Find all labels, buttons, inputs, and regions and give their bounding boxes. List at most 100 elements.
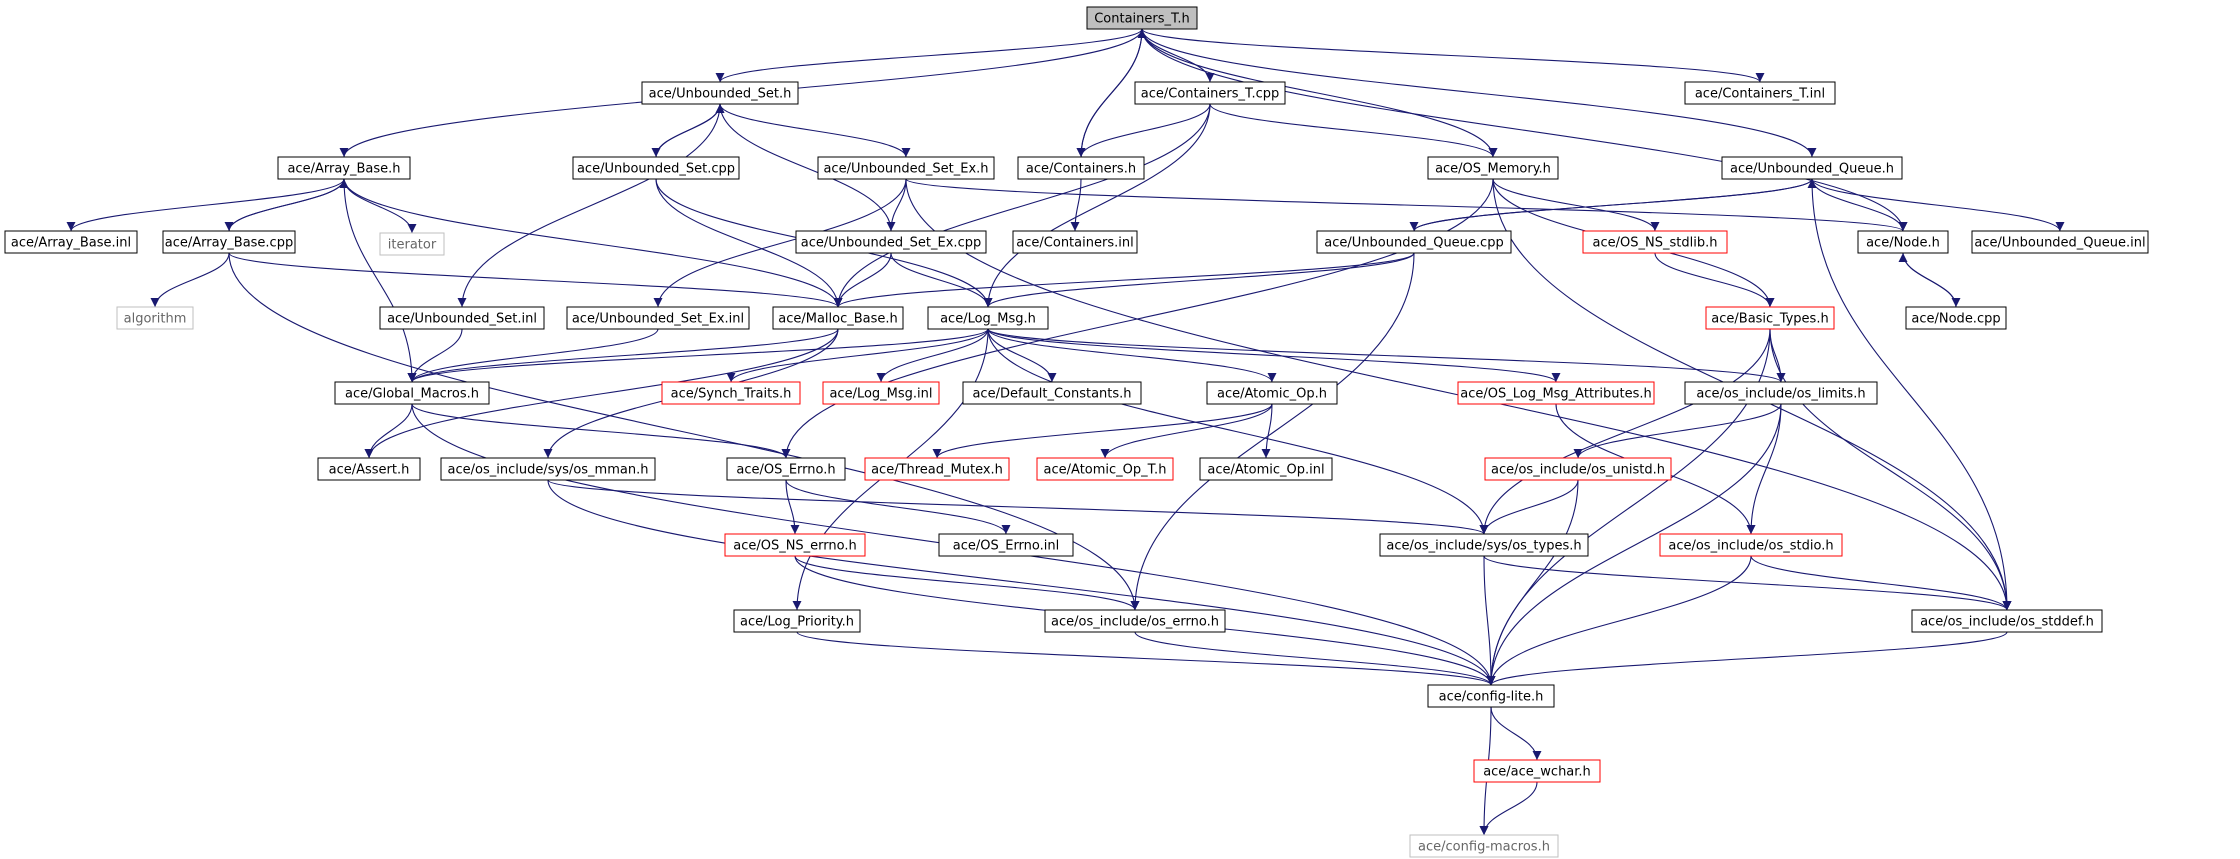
edge-os_unistd_h-to-config_lite_h: [1486, 479, 1579, 686]
node-box: [1086, 6, 1198, 30]
node-containers_h[interactable]: ace/Containers.h: [1017, 156, 1145, 180]
edge-atomic_op_h-to-atomic_op_t_h: [1100, 403, 1273, 459]
node-node_h[interactable]: ace/Node.h: [1857, 230, 1949, 254]
edge-log_priority_h-to-config_lite_h: [796, 631, 1496, 686]
node-os_unistd_h[interactable]: ace/os_include/os_unistd.h: [1484, 457, 1672, 481]
node-box: [1857, 230, 1949, 254]
node-containers_t_cpp[interactable]: ace/Containers_T.cpp: [1134, 81, 1286, 105]
node-unbounded_queue_inl[interactable]: ace/Unbounded_Queue.inl: [1971, 230, 2149, 254]
node-thread_mutex_h[interactable]: ace/Thread_Mutex.h: [864, 457, 1010, 481]
node-unbounded_set_ex_h[interactable]: ace/Unbounded_Set_Ex.h: [817, 156, 995, 180]
node-label: Containers_T.h: [1094, 12, 1190, 27]
node-os_mman_h[interactable]: ace/os_include/sys/os_mman.h: [440, 457, 656, 481]
node-box: [379, 232, 445, 256]
node-box: [1582, 230, 1728, 254]
node-atomic_op_h[interactable]: ace/Atomic_Op.h: [1206, 381, 1338, 405]
edge-unbounded_set_h-to-unbounded_set_ex_h: [719, 103, 911, 158]
edge-containers_t_cpp-to-os_memory_h: [1209, 103, 1498, 158]
edge-global_macros_h-to-assert_h: [364, 403, 413, 459]
edge-os_memory_h-to-os_errno_h: [781, 178, 1494, 459]
node-label: ace/OS_Errno.h: [736, 463, 835, 478]
node-label: ace/Array_Base.inl: [11, 236, 131, 251]
node-label: ace/Basic_Types.h: [1711, 312, 1828, 327]
edge-node_cpp-to-node_h: [1898, 252, 1957, 308]
node-label: ace/Node.cpp: [1911, 312, 2000, 327]
node-atomic_op_t_h[interactable]: ace/Atomic_Op_T.h: [1036, 457, 1174, 481]
edge-unbounded_set_cpp-to-unbounded_set_h: [655, 103, 725, 158]
node-unbounded_set_inl[interactable]: ace/Unbounded_Set.inl: [379, 306, 545, 330]
node-default_constants_h[interactable]: ace/Default_Constants.h: [962, 381, 1142, 405]
node-os_errno_inl[interactable]: ace/OS_Errno.inl: [938, 533, 1074, 557]
node-unbounded_set_h[interactable]: ace/Unbounded_Set.h: [641, 81, 799, 105]
node-label: ace/Containers.h: [1026, 162, 1136, 177]
node-os_include_os_errno_h[interactable]: ace/os_include/os_errno.h: [1044, 609, 1226, 633]
node-label: ace/os_include/sys/os_mman.h: [448, 463, 649, 478]
edge-unbounded_set_ex_h-to-unbounded_set_ex_inl: [653, 178, 907, 308]
node-containers_t_inl[interactable]: ace/Containers_T.inl: [1684, 81, 1836, 105]
node-atomic_op_inl[interactable]: ace/Atomic_Op.inl: [1199, 457, 1333, 481]
edge-os_limits_h-to-os_unistd_h: [1573, 403, 1782, 459]
node-os_types_h[interactable]: ace/os_include/sys/os_types.h: [1379, 533, 1589, 557]
edge-unbounded_set_ex_h-to-node_h: [905, 178, 1908, 232]
node-label: ace/Log_Msg.h: [940, 312, 1036, 327]
edge-containers_t_h-to-os_memory_h: [1141, 28, 1498, 158]
edge-containers_t_h-to-unbounded_set_h: [715, 28, 1143, 83]
node-unbounded_set_ex_cpp[interactable]: ace/Unbounded_Set_Ex.cpp: [795, 230, 987, 254]
node-box: [927, 306, 1049, 330]
node-assert_h[interactable]: ace/Assert.h: [317, 457, 421, 481]
edge-os_mman_h-to-os_types_h: [547, 479, 1489, 535]
node-basic_types_h[interactable]: ace/Basic_Types.h: [1705, 306, 1835, 330]
node-iterator[interactable]: iterator: [379, 232, 445, 256]
edge-os_stdio_h-to-os_stddef_h: [1750, 555, 2012, 611]
node-node_cpp[interactable]: ace/Node.cpp: [1905, 306, 2007, 330]
node-os_errno_h[interactable]: ace/OS_Errno.h: [726, 457, 846, 481]
edge-containers_t_cpp-to-log_msg_h: [983, 103, 1211, 308]
node-array_base_cpp[interactable]: ace/Array_Base.cpp: [162, 230, 296, 254]
edge-os_memory_h-to-os_ns_stdlib_h: [1492, 178, 1660, 232]
node-log_msg_inl[interactable]: ace/Log_Msg.inl: [822, 381, 940, 405]
node-os_ns_errno_h[interactable]: ace/OS_NS_errno.h: [724, 533, 866, 557]
node-box: [1473, 759, 1601, 783]
node-os_ns_stdlib_h[interactable]: ace/OS_NS_stdlib.h: [1582, 230, 1728, 254]
node-os_stdio_h[interactable]: ace/os_include/os_stdio.h: [1659, 533, 1843, 557]
edge-log_msg_h-to-os_log_msg_attributes_h: [987, 328, 1561, 383]
node-box: [1484, 457, 1672, 481]
node-unbounded_set_cpp[interactable]: ace/Unbounded_Set.cpp: [572, 156, 740, 180]
node-unbounded_set_ex_inl[interactable]: ace/Unbounded_Set_Ex.inl: [566, 306, 750, 330]
node-array_base_inl[interactable]: ace/Array_Base.inl: [4, 230, 138, 254]
node-containers_inl[interactable]: ace/Containers.inl: [1012, 230, 1138, 254]
edge-unbounded_queue_cpp-to-log_msg_h: [983, 252, 1415, 308]
node-config_macros_h[interactable]: ace/config-macros.h: [1409, 834, 1559, 858]
node-unbounded_queue_cpp[interactable]: ace/Unbounded_Queue.cpp: [1316, 230, 1512, 254]
node-algorithm[interactable]: algorithm: [116, 306, 194, 330]
edge-os_stddef_h-to-config_lite_h: [1486, 631, 2008, 686]
node-os_limits_h[interactable]: ace/os_include/os_limits.h: [1684, 381, 1878, 405]
node-unbounded_queue_h[interactable]: ace/Unbounded_Queue.h: [1721, 156, 1903, 180]
node-label: ace/Containers_T.cpp: [1141, 87, 1279, 102]
edge-unbounded_set_ex_inl-to-global_macros_h: [407, 328, 659, 383]
edge-os_types_h-to-os_stddef_h: [1483, 555, 2012, 611]
node-box: [641, 81, 799, 105]
edge-unbounded_queue_cpp-to-unbounded_queue_h: [1413, 178, 1817, 232]
edge-containers_h-to-containers_inl: [1070, 178, 1082, 232]
node-config_lite_h[interactable]: ace/config-lite.h: [1427, 684, 1555, 708]
node-global_macros_h[interactable]: ace/Global_Macros.h: [334, 381, 490, 405]
node-os_stddef_h[interactable]: ace/os_include/os_stddef.h: [1911, 609, 2103, 633]
node-os_memory_h[interactable]: ace/OS_Memory.h: [1427, 156, 1559, 180]
node-box: [1684, 381, 1878, 405]
node-containers_t_h[interactable]: Containers_T.h: [1086, 6, 1198, 30]
node-ace_wchar_h[interactable]: ace/ace_wchar.h: [1473, 759, 1601, 783]
edge-unbounded_set_h-to-unbounded_set_inl: [457, 103, 721, 308]
node-array_base_h[interactable]: ace/Array_Base.h: [277, 156, 411, 180]
node-box: [1134, 81, 1286, 105]
node-os_log_msg_attributes_h[interactable]: ace/OS_Log_Msg_Attributes.h: [1457, 381, 1655, 405]
node-log_msg_h[interactable]: ace/Log_Msg.h: [927, 306, 1049, 330]
node-box: [1206, 381, 1338, 405]
node-label: ace/Thread_Mutex.h: [871, 463, 1003, 478]
node-log_priority_h[interactable]: ace/Log_Priority.h: [733, 609, 861, 633]
node-malloc_base_h[interactable]: ace/Malloc_Base.h: [772, 306, 904, 330]
node-synch_traits_h[interactable]: ace/Synch_Traits.h: [661, 381, 801, 405]
edge-array_base_h-to-global_macros_h: [343, 178, 417, 383]
node-box: [733, 609, 861, 633]
node-box: [1457, 381, 1655, 405]
